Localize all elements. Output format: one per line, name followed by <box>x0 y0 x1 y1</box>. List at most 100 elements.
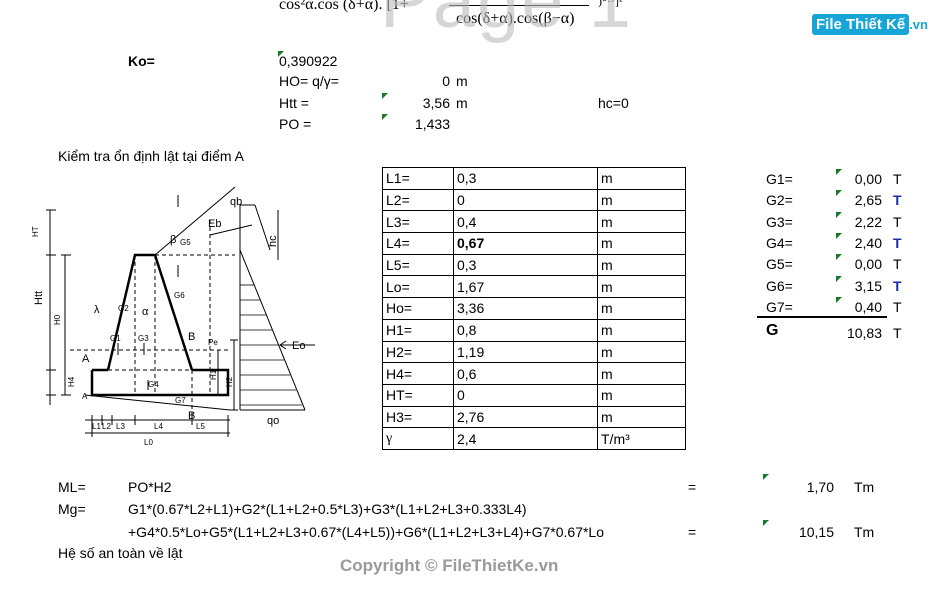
param-name: L5= <box>382 253 454 277</box>
cell-comment-marker <box>836 211 842 218</box>
fraction-bar <box>449 5 589 6</box>
mg-label: Mg= <box>58 501 86 517</box>
ho-value: 0 <box>442 73 450 89</box>
copyright-watermark: Copyright © FileThietKe.vn <box>340 556 559 575</box>
cell-comment-marker <box>836 275 842 282</box>
label-g4: G4 <box>148 380 159 389</box>
param-unit: m <box>597 318 686 342</box>
param-value: 3,36 <box>453 297 598 320</box>
label-a-base: A <box>82 392 88 401</box>
cell-comment-marker <box>836 254 842 261</box>
weight-unit: T <box>893 298 902 315</box>
label-l4: L4 <box>154 422 163 431</box>
weight-unit: T <box>893 256 902 273</box>
weight-label: G6= <box>766 277 793 294</box>
mg-value: 10,15 <box>798 524 834 540</box>
ho-label: HO= q/γ= <box>279 73 339 89</box>
htt-value: 3,56 <box>422 95 450 111</box>
weight-label: G2= <box>766 192 793 209</box>
param-name: H2= <box>382 340 454 364</box>
mg-formula-line1: G1*(0.67*L2+L1)+G2*(L1+L2+0.5*L3)+G3*(L1… <box>128 501 527 517</box>
label-l0: L0 <box>144 438 153 447</box>
cell-comment-marker <box>836 169 842 175</box>
weight-unit: T <box>893 192 902 209</box>
weights-total-value: 10,83 <box>846 325 882 341</box>
weight-label: G7= <box>766 298 793 315</box>
label-h0: H0 <box>53 314 62 325</box>
po-label: PO = <box>279 116 312 132</box>
weight-value: 2,65 <box>854 192 882 209</box>
param-unit: m <box>597 232 686 255</box>
param-name: L2= <box>382 188 454 212</box>
cell-comment-marker <box>836 190 842 197</box>
cell-comment-marker <box>278 51 284 57</box>
mg-unit: Tm <box>854 524 875 540</box>
weight-value: 0,40 <box>854 298 882 315</box>
weight-label: G4= <box>766 234 793 251</box>
ml-value: 1,70 <box>806 479 834 495</box>
label-beta: β <box>170 234 176 246</box>
label-g7: G7 <box>175 396 186 405</box>
param-value: 1,67 <box>453 275 598 299</box>
param-unit: m <box>597 210 686 234</box>
weights-total-unit: T <box>893 325 902 341</box>
weight-unit: T <box>893 171 902 187</box>
label-l1: L1 <box>92 422 101 431</box>
label-b-top: B <box>188 331 195 343</box>
label-g3: G3 <box>138 334 149 343</box>
label-htt: Htt <box>33 291 45 305</box>
weights-total-label: G <box>766 322 779 339</box>
label-hc: hc <box>267 235 279 247</box>
po-value: 1,433 <box>414 116 450 132</box>
page-watermark: Page 1 <box>380 0 633 44</box>
param-name: L3= <box>382 210 454 234</box>
cell-comment-marker <box>382 114 388 120</box>
param-name: L4= <box>382 232 454 255</box>
weight-value: 2,40 <box>854 234 882 251</box>
param-unit: m <box>597 340 686 364</box>
ml-formula: PO*H2 <box>128 479 172 495</box>
cell-comment-marker <box>382 93 388 99</box>
weight-unit: T <box>893 277 902 294</box>
weight-value: 0,00 <box>854 256 882 273</box>
weight-value: 0,00 <box>854 171 882 187</box>
param-unit: m <box>597 362 686 385</box>
ml-label: ML= <box>58 479 86 495</box>
weight-label: G5= <box>766 256 793 273</box>
section-title: Kiểm tra ổn định lật tại điểm A <box>58 148 244 164</box>
label-h2: H2 <box>225 376 234 387</box>
ml-unit: Tm <box>854 479 875 495</box>
label-l2: L2 <box>102 422 111 431</box>
ho-unit: m <box>456 73 468 89</box>
ml-equals: = <box>688 479 697 495</box>
weight-unit: T <box>893 234 902 251</box>
label-l3: L3 <box>116 422 125 431</box>
label-eo: Eo <box>292 340 305 352</box>
weight-value: 3,15 <box>854 277 882 294</box>
htt-label: Htt = <box>279 95 309 111</box>
label-g5: G5 <box>180 238 191 247</box>
param-value: 0 <box>453 383 598 407</box>
param-value: 0,3 <box>453 253 598 277</box>
retaining-wall-drawing: HT Htt H0 H4 H1 H2 hc G1 G2 G3 G4 G5 G6 … <box>31 186 315 447</box>
param-unit: m <box>597 167 686 190</box>
param-value: 0,3 <box>453 167 598 190</box>
param-value: 2,4 <box>453 427 598 450</box>
mg-formula-line2: +G4*0.5*Lo+G5*(L1+L2+L3+0.67*(L4+L5))+G6… <box>128 524 604 540</box>
label-b-bottom: B <box>188 410 195 422</box>
label-lambda: λ <box>94 304 100 316</box>
hc-note: hc=0 <box>598 95 629 111</box>
label-g2: G2 <box>118 304 129 313</box>
label-g1: G1 <box>110 334 121 343</box>
param-unit: m <box>597 253 686 277</box>
